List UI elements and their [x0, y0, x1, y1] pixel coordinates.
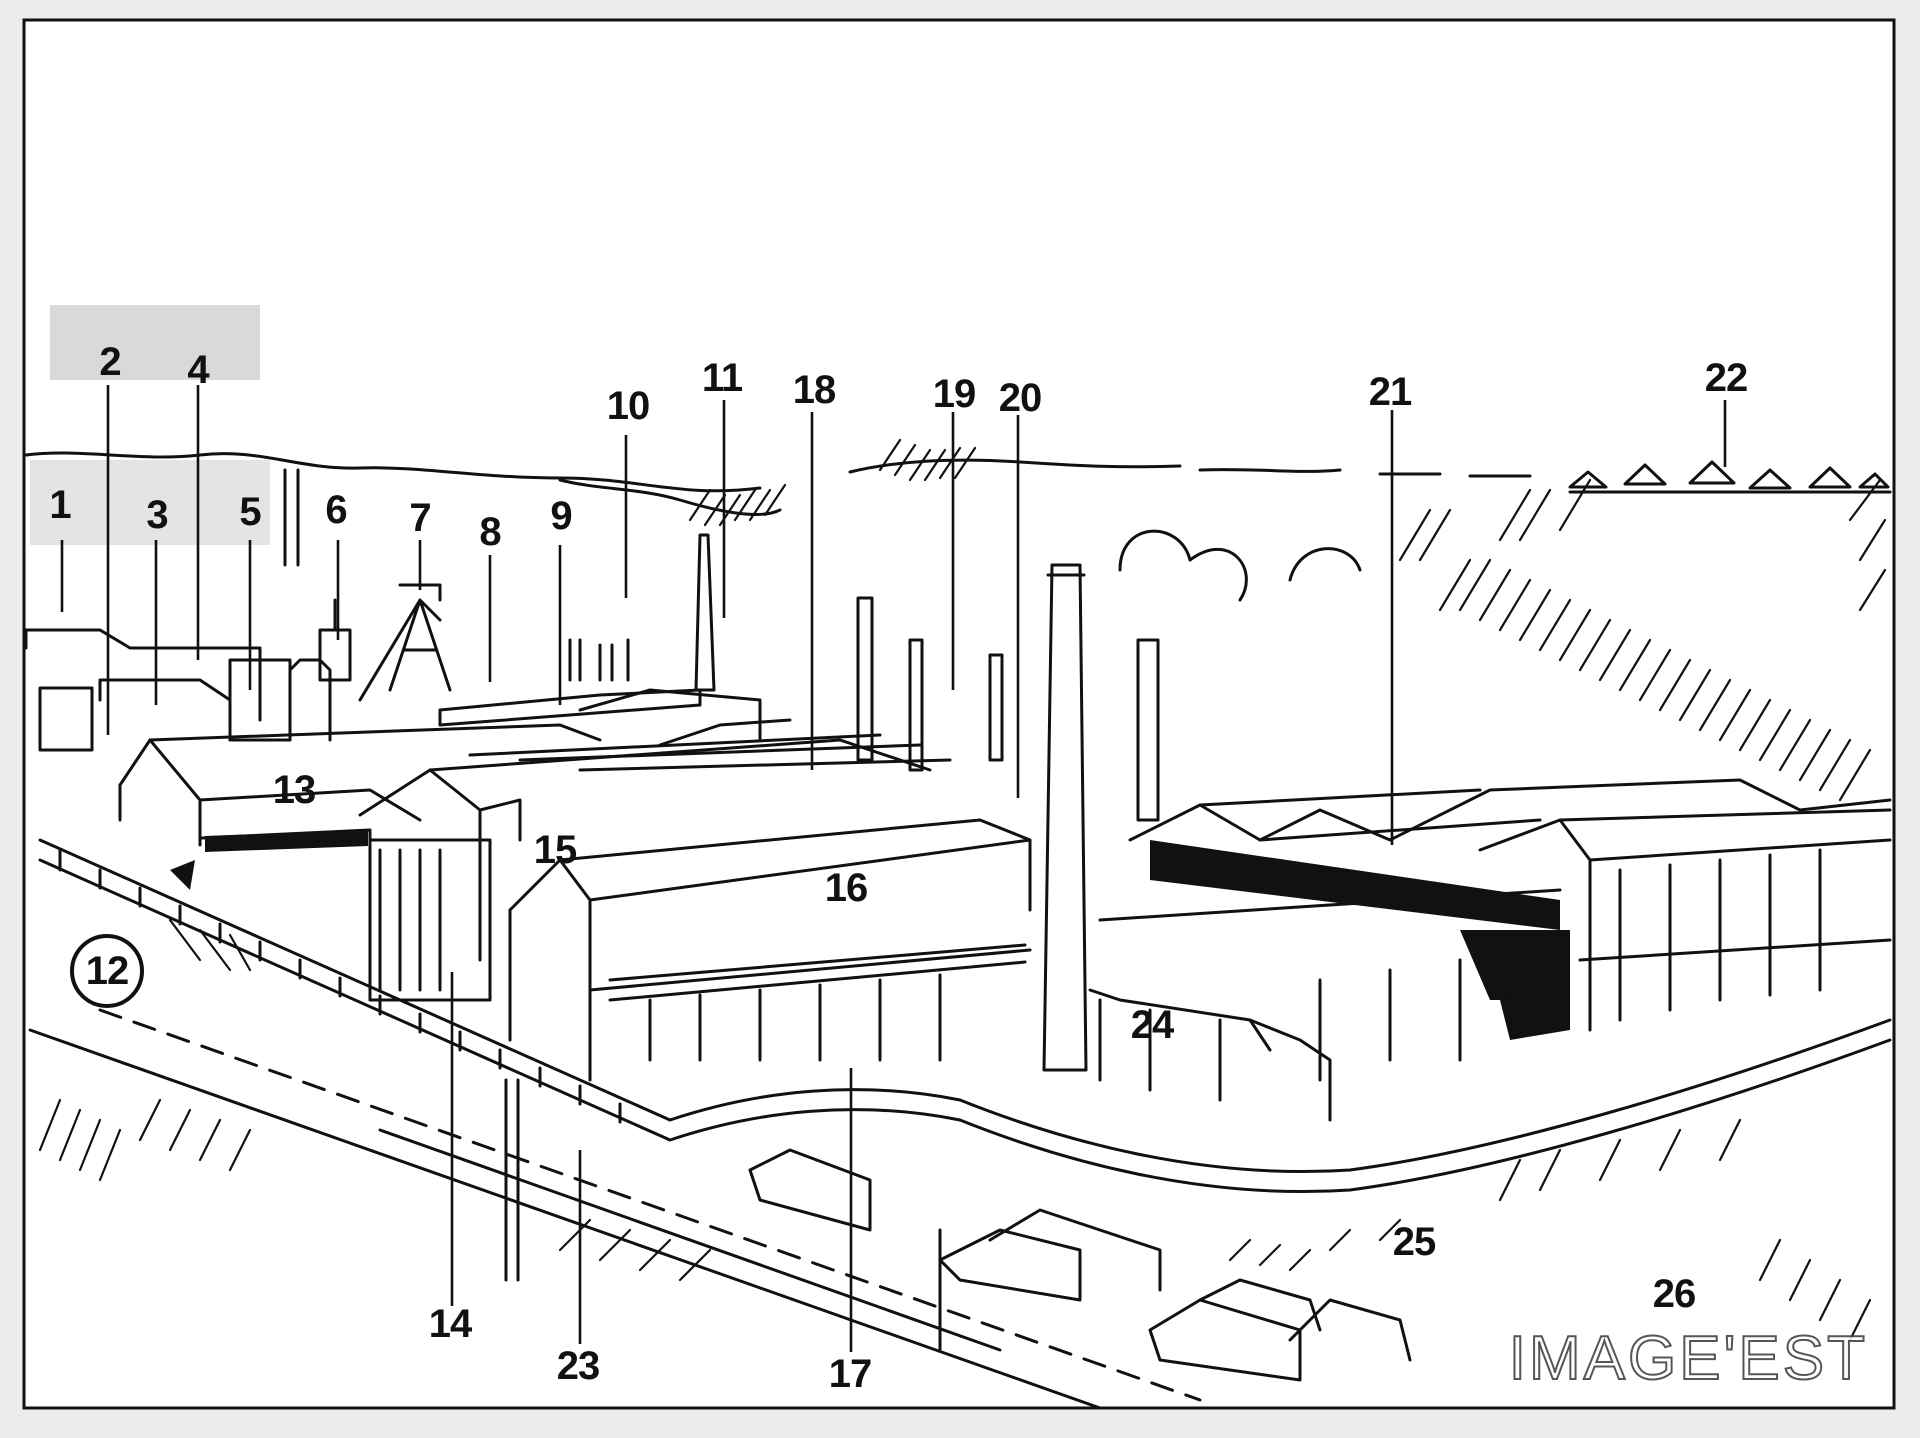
label-18: 18 [792, 368, 836, 412]
label-10: 10 [606, 384, 650, 428]
label-14: 14 [428, 1302, 472, 1346]
label-17: 17 [828, 1352, 872, 1396]
label-12: 12 [70, 934, 144, 1008]
label-21: 21 [1368, 370, 1412, 414]
label-6: 6 [325, 488, 347, 532]
label-23: 23 [556, 1344, 600, 1388]
village-houses [1568, 460, 1890, 490]
label-4: 4 [187, 348, 209, 392]
label-22: 22 [1704, 356, 1748, 400]
tall-chimney [1042, 563, 1088, 1072]
label-8: 8 [479, 510, 501, 554]
label-25: 25 [1392, 1220, 1436, 1264]
label-9: 9 [550, 494, 572, 538]
label-13: 13 [272, 768, 316, 812]
frame-border [22, 18, 1896, 1410]
label-20: 20 [998, 376, 1042, 420]
label-7: 7 [409, 496, 431, 540]
label-19: 19 [932, 372, 976, 416]
label-5: 5 [239, 490, 261, 534]
label-2: 2 [99, 340, 121, 384]
label-15: 15 [533, 828, 577, 872]
label-1: 1 [49, 483, 71, 527]
image-est-watermark: IMAGE'EST [1508, 1323, 1868, 1394]
label-24: 24 [1130, 1003, 1174, 1047]
label-3: 3 [146, 493, 168, 537]
label-26: 26 [1652, 1272, 1696, 1316]
hill-horizon [24, 451, 1532, 493]
label-11: 11 [701, 356, 743, 400]
label-16: 16 [824, 866, 868, 910]
